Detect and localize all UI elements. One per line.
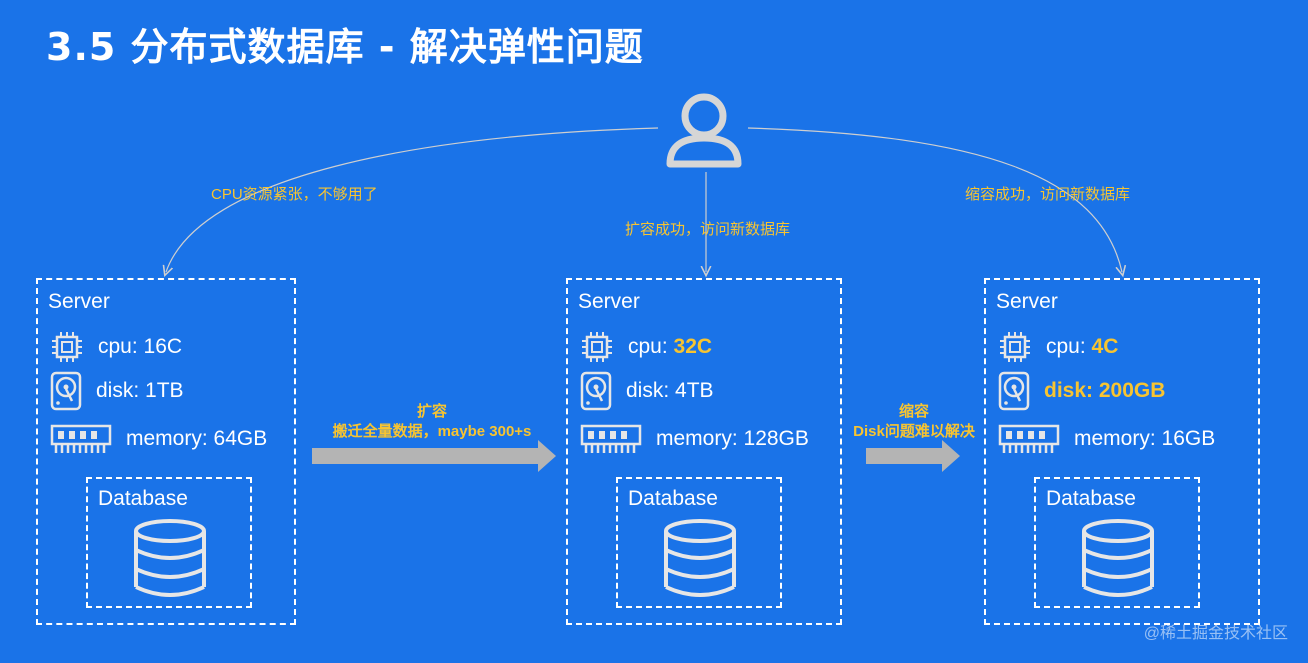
database-icon [1082,519,1154,597]
scale-down-title: 缩容 [898,403,929,420]
page-title: 3.5 分布式数据库 - 解决弹性问题 [46,25,644,69]
disk-value: 4TB [675,379,714,402]
cpu-icon [52,332,82,362]
scale-up-arrow [312,440,556,472]
scale-down-detail: Disk问题难以解决 [853,423,975,440]
edge-left-label: CPU资源紧张，不够用了 [211,186,378,203]
disk-icon [580,371,612,411]
cpu-row: cpu: 16C [50,330,182,364]
scale-up-title: 扩容 [416,403,447,420]
database-icon [134,519,206,597]
server-title: Server [48,290,110,313]
disk-label: disk: 4TB [626,379,714,402]
disk-label: disk: 200GB [1044,379,1166,402]
cpu-value: 4C [1091,335,1119,358]
cpu-label: cpu: 4C [1046,335,1119,358]
server-title: Server [578,290,640,313]
cpu-value: 16C [143,335,183,358]
database-icon [664,519,736,597]
disk-row: disk: 200GB [998,371,1165,411]
database-title: Database [98,487,188,510]
edge-left-line [166,127,659,272]
database-title: Database [1046,487,1136,510]
memory-value: 128GB [743,427,809,450]
disk-value: 200GB [1098,379,1166,402]
disk-row: disk: 1TB [50,371,184,411]
user-icon [666,93,742,168]
cpu-row: cpu: 4C [998,330,1118,364]
scale-down-label: 缩容 Disk问题难以解决 [843,402,985,442]
disk-label: disk: 1TB [96,379,184,402]
memory-row: memory: 16GB [998,420,1215,458]
memory-label: memory: 64GB [126,427,268,450]
memory-value: 16GB [1161,427,1216,450]
disk-row: disk: 4TB [580,371,714,411]
database-title: Database [628,487,718,510]
memory-label: memory: 16GB [1074,427,1216,450]
scale-up-label: 扩容 搬迁全量数据，maybe 300+s [312,402,552,442]
cpu-icon [1000,332,1030,362]
memory-icon [50,424,112,453]
scale-down-arrow [866,440,960,472]
cpu-label: cpu: 32C [628,335,713,358]
disk-icon [50,371,82,411]
server-box-3: Server cpu: 4C disk: 200GB memory: 16GB … [984,278,1260,625]
watermark: @稀土掘金技术社区 [1143,625,1288,642]
memory-value: 64GB [213,427,268,450]
memory-icon [998,424,1060,453]
memory-row: memory: 64GB [50,420,267,458]
cpu-value: 32C [673,335,713,358]
database-box: Database [86,477,252,608]
disk-value: 1TB [145,379,184,402]
memory-label: memory: 128GB [656,427,809,450]
disk-icon [998,371,1030,411]
database-box: Database [616,477,782,608]
server-box-2: Server cpu: 32C disk: 4TB memory: 128GB … [566,278,842,625]
server-box-1: Server cpu: 16C disk: 1TB memory: 64GB D… [36,278,296,625]
edge-right-line [747,127,1122,272]
scale-up-detail: 搬迁全量数据，maybe 300+s [332,423,532,440]
cpu-label: cpu: 16C [98,335,183,358]
server-title: Server [996,290,1058,313]
edge-middle-label: 扩容成功，访问新数据库 [625,221,791,238]
memory-icon [580,424,642,453]
cpu-icon [582,332,612,362]
edge-right-label: 缩容成功，访问新数据库 [965,186,1131,203]
memory-row: memory: 128GB [580,420,809,458]
cpu-row: cpu: 32C [580,330,712,364]
database-box: Database [1034,477,1200,608]
